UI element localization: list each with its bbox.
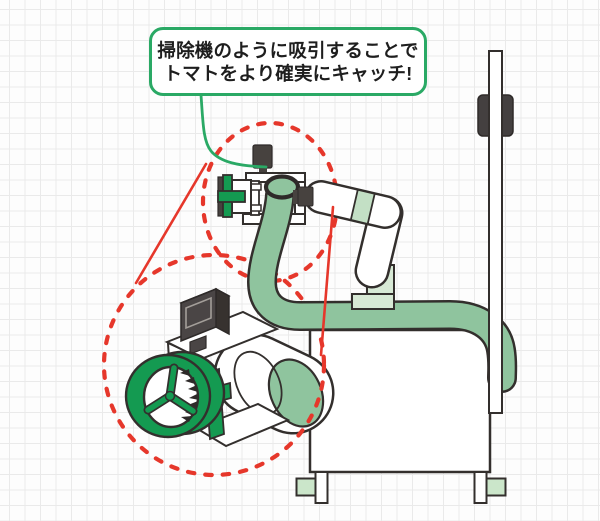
bubble-text-line1: 掃除機のように吸引することで	[157, 39, 419, 61]
suction-cross	[217, 174, 246, 218]
bubble-tail	[199, 93, 268, 169]
arm-forearm	[304, 180, 402, 229]
robot-cart	[308, 328, 492, 474]
rail-wheel-right	[473, 471, 507, 504]
callout-line-right	[319, 205, 335, 357]
suction-ring	[124, 350, 226, 439]
effector-knob	[252, 144, 273, 175]
hose-cap	[267, 358, 325, 428]
ring-spokes	[143, 363, 198, 416]
callout-line-left	[134, 162, 208, 285]
speech-bubble: 掃除機のように吸引することで トマトをより確実にキャッチ!	[149, 27, 427, 96]
suction-cylinder	[213, 333, 335, 435]
rail-wheel-left	[295, 471, 329, 504]
ring-teeth	[180, 369, 199, 422]
magnified-end-effector	[124, 287, 335, 448]
zoom-circle-large	[101, 252, 327, 478]
wrist-connector	[293, 186, 314, 207]
robot-arm	[293, 180, 404, 289]
bubble-text-line2: トマトをより確実にキャッチ!	[163, 62, 413, 84]
camera-unit	[179, 287, 231, 355]
arm-joint-band	[349, 188, 376, 226]
support-pole	[477, 50, 514, 414]
